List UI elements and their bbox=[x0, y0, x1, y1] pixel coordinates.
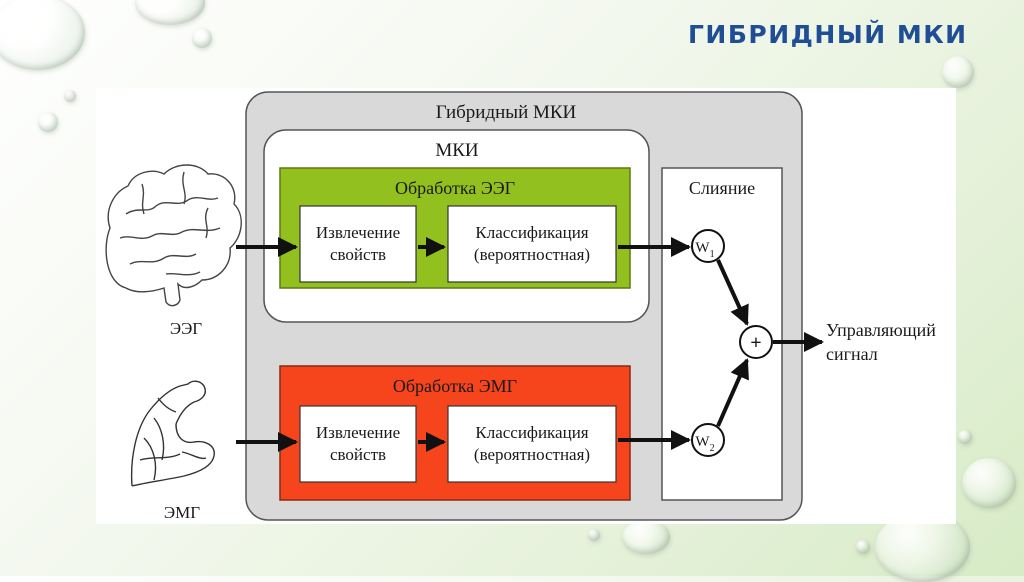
emg-feature-extraction-box bbox=[299, 405, 417, 483]
emg-classifier-line-1: Классификация bbox=[475, 423, 588, 442]
weight-w1-label: W1 bbox=[695, 240, 714, 260]
emg-processing-title: Обработка ЭМГ bbox=[393, 376, 517, 396]
brain-icon bbox=[105, 164, 242, 307]
water-drop-decoration bbox=[38, 112, 58, 132]
emg-feature-line-1: Извлечение bbox=[316, 423, 400, 442]
eeg-classifier-line-2: (вероятностная) bbox=[474, 245, 590, 264]
water-drop-decoration bbox=[962, 458, 1016, 508]
sum-symbol: + bbox=[750, 332, 761, 354]
arrow-w2-to-sum bbox=[716, 358, 749, 427]
hybrid-bci-diagram: Гибридный МКИ МКИ Обработка ЭЭГ Извлечен… bbox=[105, 91, 936, 522]
weight-node-w2 bbox=[691, 423, 725, 457]
water-drop-decoration bbox=[942, 56, 974, 88]
output-line-1: Управляющий bbox=[826, 320, 936, 340]
emg-feature-line-2: свойств bbox=[330, 445, 386, 464]
emg-classifier-box bbox=[447, 405, 617, 483]
water-drop-decoration bbox=[958, 430, 972, 444]
weight-w2-label: W2 bbox=[695, 434, 714, 454]
bci-label: МКИ bbox=[435, 140, 479, 161]
water-drop-decoration bbox=[622, 520, 670, 554]
diagram-panel: Гибридный МКИ МКИ Обработка ЭЭГ Извлечен… bbox=[96, 88, 956, 524]
eeg-classifier-box bbox=[447, 205, 617, 283]
eeg-feature-line-1: Извлечение bbox=[316, 223, 400, 242]
water-drop-decoration bbox=[192, 28, 212, 48]
water-drop-decoration bbox=[856, 540, 870, 554]
arrow-w1-to-sum bbox=[716, 259, 749, 326]
hybrid-bci-label: Гибридный МКИ bbox=[436, 102, 577, 123]
water-drop-decoration bbox=[588, 529, 600, 541]
water-drop-decoration bbox=[64, 90, 76, 102]
eeg-feature-line-2: свойств bbox=[330, 245, 386, 264]
slide-title: ГИБРИДНЫЙ МКИ bbox=[688, 20, 968, 49]
output-line-2: сигнал bbox=[826, 344, 878, 364]
sum-node bbox=[739, 325, 773, 359]
eeg-classifier-line-1: Классификация bbox=[475, 223, 588, 242]
eeg-feature-extraction-box bbox=[299, 205, 417, 283]
emg-source-label: ЭМГ bbox=[164, 503, 200, 522]
water-drop-decoration bbox=[0, 0, 85, 70]
fusion-label: Слияние bbox=[689, 178, 755, 198]
eeg-source-label: ЭЭГ bbox=[170, 319, 202, 338]
emg-classifier-line-2: (вероятностная) bbox=[474, 445, 590, 464]
eeg-processing-title: Обработка ЭЭГ bbox=[395, 178, 515, 198]
arm-icon bbox=[122, 372, 218, 490]
water-drop-decoration bbox=[135, 0, 205, 25]
weight-node-w1 bbox=[691, 229, 725, 263]
